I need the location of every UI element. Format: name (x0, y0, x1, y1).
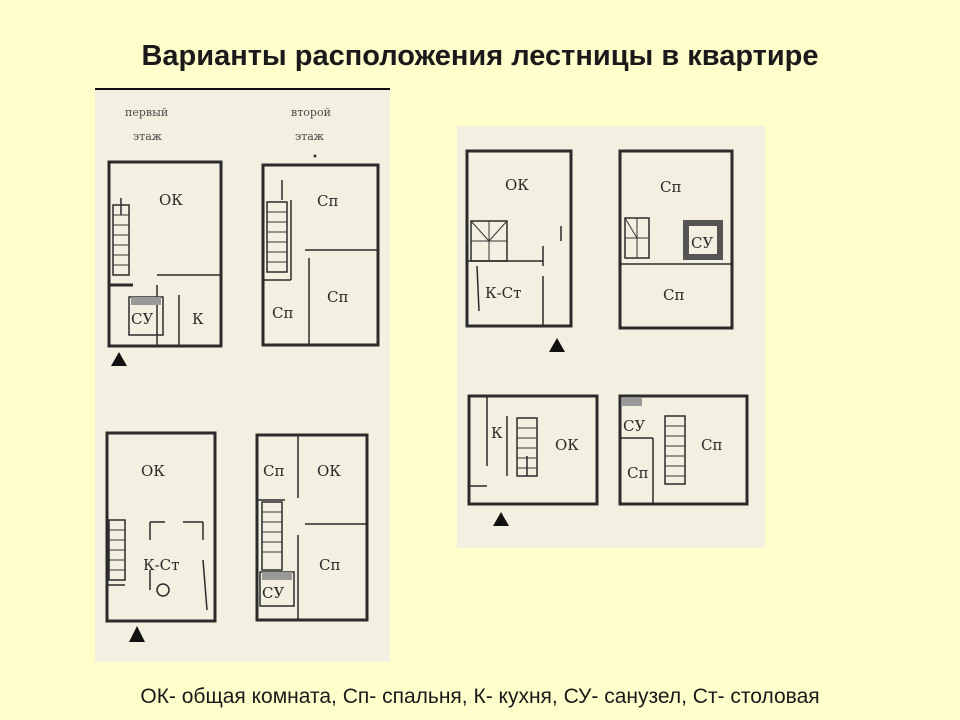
entrance-arrow-icon-b (129, 626, 145, 642)
room-label-sp-b1: Сп (263, 462, 284, 480)
plan-c-first-floor: ОК К-Ст (465, 149, 573, 352)
floorplan-drawing-right: ОК К-Ст Сп СУ Сп (465, 149, 749, 526)
room-label-su-c: СУ (691, 234, 713, 252)
plan-a-first-floor: ОК СУ К (107, 160, 223, 366)
room-label-k-d: К (491, 424, 503, 442)
room-label-sp-d1: Сп (701, 436, 722, 454)
room-label-sp-b2: Сп (319, 556, 340, 574)
legend-caption: ОК- общая комната, Сп- спальня, К- кухня… (140, 685, 820, 708)
room-label-sp-1: Сп (317, 192, 338, 210)
room-label-ok-b: ОК (141, 462, 165, 480)
floorplan-drawing-left: первый этаж второй этаж ОК СУ К (105, 106, 380, 642)
floorplan-panel-left: первый этаж второй этаж ОК СУ К (95, 90, 390, 662)
room-label-su-b: СУ (262, 584, 284, 602)
room-label-k: К (192, 310, 204, 328)
entrance-arrow-icon-d (493, 512, 509, 526)
room-label-sp-2: Сп (327, 288, 348, 306)
room-label-sp-c1: Сп (660, 178, 681, 196)
plan-d-second-floor: СУ Сп Сп (618, 394, 749, 506)
floor-label-second-2: этаж (295, 130, 324, 143)
plan-c-second-floor: Сп СУ Сп (618, 149, 734, 330)
room-label-kst-b: К-Ст (143, 556, 179, 574)
floor-label-second-1: второй (291, 106, 331, 119)
marker-dot (313, 154, 317, 158)
room-label-ok-b2: ОК (317, 462, 341, 480)
plan-d-first-floor: К ОК (467, 394, 599, 526)
floor-label-first-2: этаж (133, 130, 162, 143)
floorplan-panel-right: ОК К-Ст Сп СУ Сп (457, 126, 765, 548)
room-label-ok-d: ОК (555, 436, 579, 454)
room-label-sp-c2: Сп (663, 286, 684, 304)
floor-label-first-1: первый (125, 106, 168, 119)
room-label-ok: ОК (159, 191, 183, 209)
entrance-arrow-icon-c (549, 338, 565, 352)
room-label-sp-d2: Сп (627, 464, 648, 482)
plan-a-second-floor: Сп Сп Сп (261, 163, 380, 347)
plan-b-first-floor: ОК К-Ст (105, 431, 217, 642)
room-label-su: СУ (131, 310, 153, 328)
plan-b-second-floor: Сп ОК Сп СУ (255, 433, 369, 622)
room-label-kst-c: К-Ст (485, 284, 521, 302)
room-label-ok-c: ОК (505, 176, 529, 194)
room-label-su-d: СУ (623, 417, 645, 435)
entrance-arrow-icon (111, 352, 127, 366)
slide-title: Варианты расположения лестницы в квартир… (141, 40, 819, 72)
room-label-sp-3: Сп (272, 304, 293, 322)
